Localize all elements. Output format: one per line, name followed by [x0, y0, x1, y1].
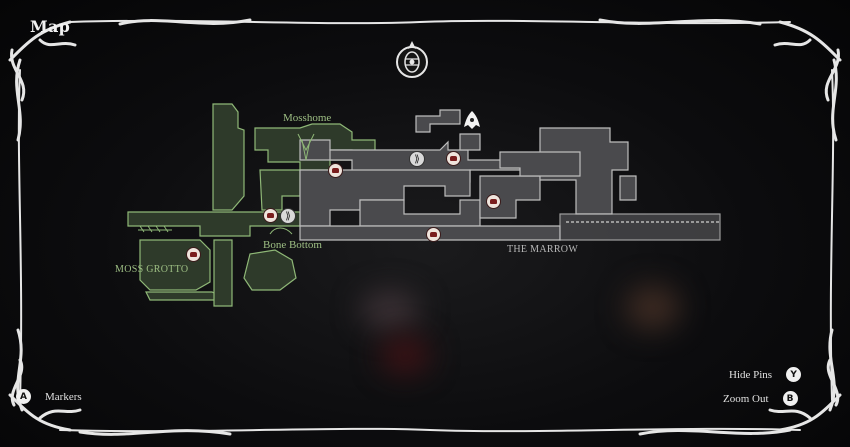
hide-pins-label: Hide Pins — [729, 368, 773, 381]
map-pin-icon[interactable] — [426, 227, 441, 242]
map-pin-icon[interactable] — [486, 194, 501, 209]
map-pin-icon[interactable] — [263, 208, 278, 223]
bench-icon[interactable]: ⟫ — [280, 208, 296, 224]
map-pin-icon[interactable] — [186, 247, 201, 262]
bell-shrine-icon — [464, 111, 480, 129]
area-label-moss-grotto: MOSS GROTTO — [115, 264, 189, 275]
hide-pins-hint[interactable]: Hide Pins Y — [729, 367, 802, 382]
map-pin-icon[interactable] — [446, 151, 461, 166]
area-label-the-marrow: THE MARROW — [507, 244, 579, 255]
page-title: Map — [30, 17, 71, 36]
map-pin-icon[interactable] — [328, 163, 343, 178]
y-button-icon: Y — [786, 367, 802, 382]
bench-icon[interactable]: ⟫ — [409, 151, 425, 167]
zoom-out-label: Zoom Out — [723, 392, 769, 405]
background-glow — [360, 290, 420, 330]
markers-label: Markers — [45, 390, 82, 403]
compass-icon — [396, 41, 428, 78]
zoom-out-hint[interactable]: Zoom Out B — [723, 391, 798, 406]
background-glow — [625, 285, 680, 330]
area-label-mosshome: Mosshome — [283, 112, 332, 124]
area-label-bone-bottom: Bone Bottom — [263, 239, 322, 251]
b-button-icon: B — [782, 391, 798, 406]
markers-hint[interactable]: A Markers — [16, 389, 82, 404]
a-button-icon: A — [16, 389, 31, 404]
background-glow — [380, 335, 430, 375]
marrow-region — [299, 109, 721, 241]
